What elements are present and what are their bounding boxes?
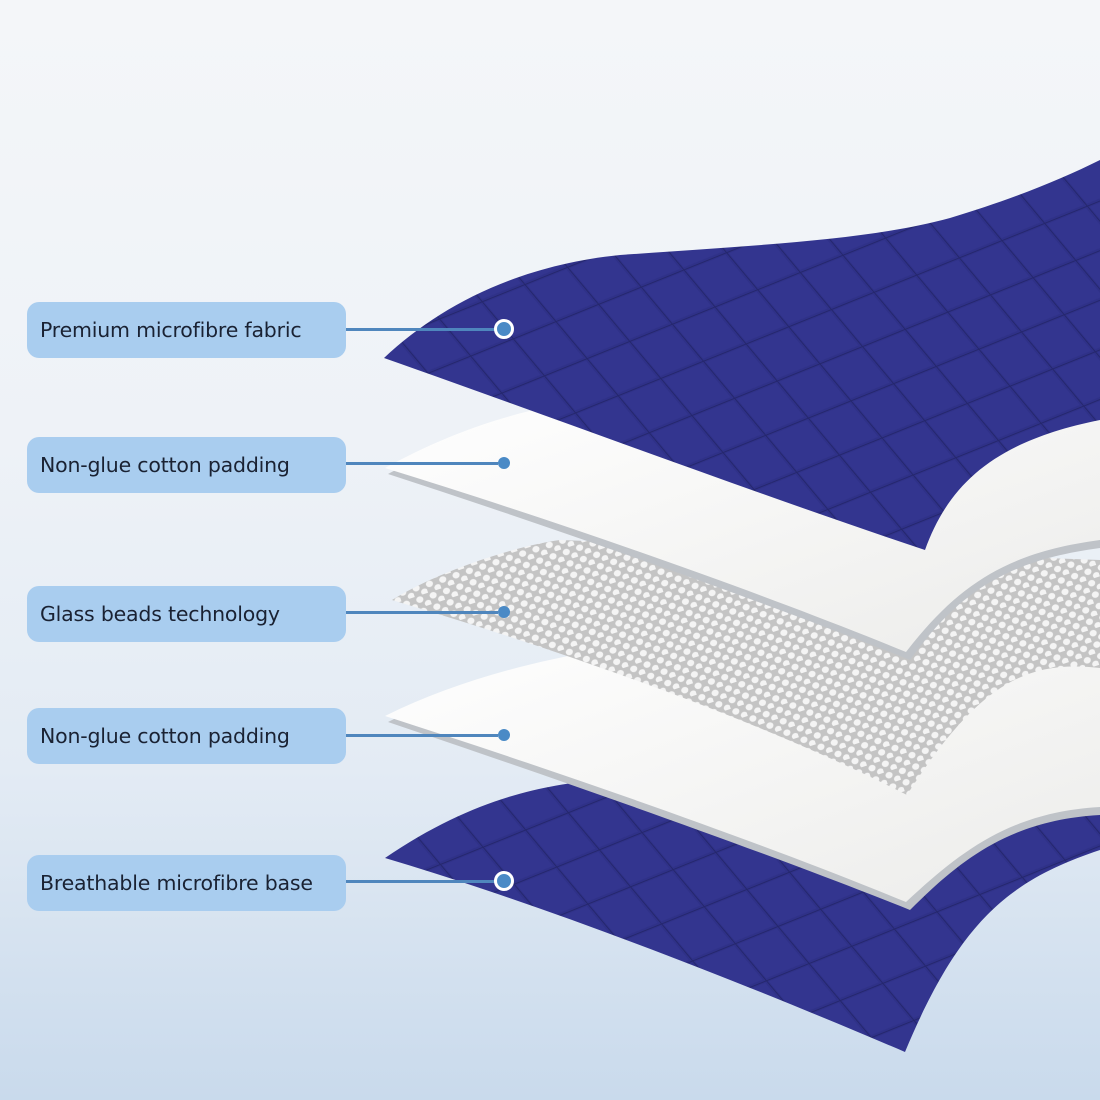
marker-ring-icon <box>494 319 514 339</box>
marker-dot-icon <box>498 729 510 741</box>
label-non-glue-cotton-padding-lower: Non-glue cotton padding <box>27 708 346 764</box>
label-text: Breathable microfibre base <box>40 871 313 895</box>
leader-line <box>346 462 498 465</box>
leader-line <box>346 880 496 883</box>
layer-premium-fabric <box>384 160 1100 550</box>
marker-dot-icon <box>498 457 510 469</box>
label-breathable-microfibre-base: Breathable microfibre base <box>27 855 346 911</box>
label-text: Non-glue cotton padding <box>40 453 290 477</box>
label-non-glue-cotton-padding-upper: Non-glue cotton padding <box>27 437 346 493</box>
marker-ring-icon <box>494 871 514 891</box>
label-glass-beads-technology: Glass beads technology <box>27 586 346 642</box>
marker-dot-icon <box>498 606 510 618</box>
label-text: Non-glue cotton padding <box>40 724 290 748</box>
leader-line <box>346 734 498 737</box>
leader-line <box>346 611 498 614</box>
leader-line <box>346 328 496 331</box>
label-text: Glass beads technology <box>40 602 280 626</box>
label-premium-microfibre-fabric: Premium microfibre fabric <box>27 302 346 358</box>
label-text: Premium microfibre fabric <box>40 318 302 342</box>
